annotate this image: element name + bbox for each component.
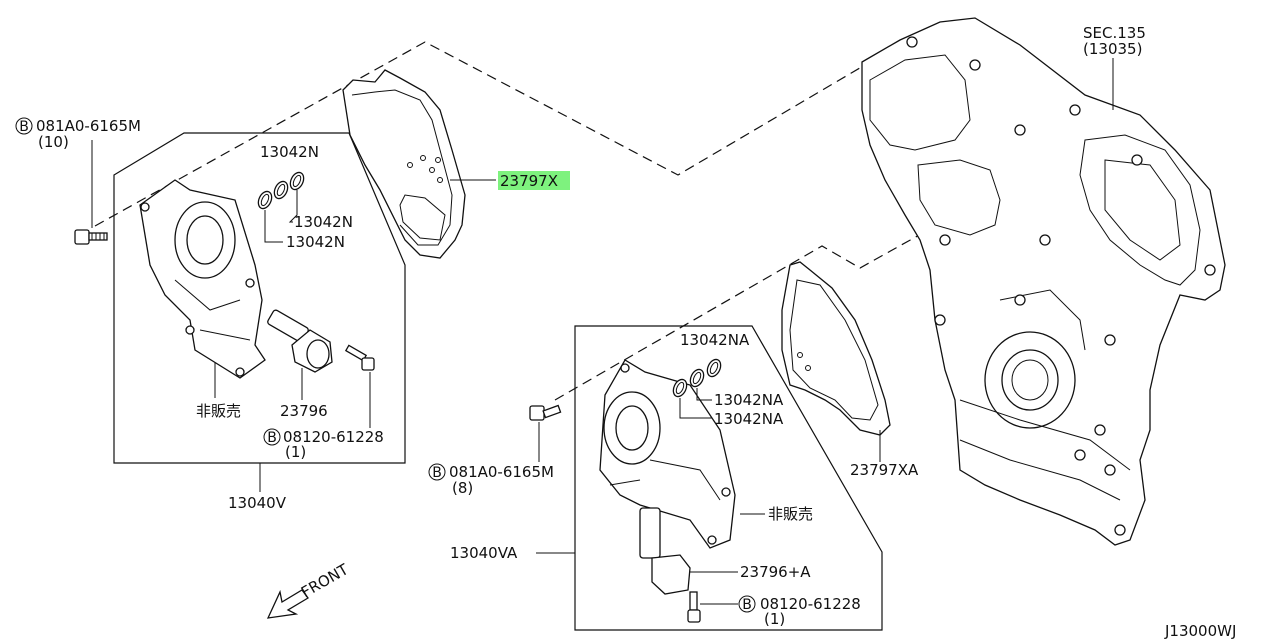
label-seal-na-a: 13042NA bbox=[680, 331, 750, 349]
label-seal-a: 13042N bbox=[260, 143, 319, 161]
label-valve-left: 23796 bbox=[280, 402, 328, 420]
label-seal-na-b: 13042NA bbox=[714, 391, 784, 409]
assy-right-box bbox=[574, 325, 883, 631]
label-seal-na-c: 13042NA bbox=[714, 410, 784, 428]
valve-left-part bbox=[267, 309, 333, 400]
bolt-left-part bbox=[74, 140, 108, 245]
svg-text:B: B bbox=[742, 597, 752, 613]
label-bolt-small-right-qty: (1) bbox=[764, 610, 785, 628]
label-not-sold-left: 非販売 bbox=[196, 402, 241, 420]
label-bolt-small-left: 08120-61228 bbox=[283, 428, 384, 446]
bolt-small-right-part bbox=[687, 591, 738, 623]
bolt-right-part bbox=[529, 404, 562, 462]
label-seal-b: 13042N bbox=[294, 213, 353, 231]
pump-right-part bbox=[599, 359, 736, 549]
svg-text:B: B bbox=[19, 119, 29, 135]
label-seal-c: 13042N bbox=[286, 233, 345, 251]
circle-b-icon-1: B bbox=[15, 117, 33, 135]
seal-left-c bbox=[257, 190, 273, 210]
circle-b-icon-4: B bbox=[738, 595, 756, 613]
seal-right-a bbox=[706, 358, 722, 378]
highlight-gasket-left bbox=[498, 171, 570, 190]
label-gasket-right: 23797XA bbox=[850, 461, 919, 479]
label-bolt-right-qty: (8) bbox=[452, 479, 473, 497]
diagram-id: J13000WJ bbox=[1164, 622, 1236, 640]
label-sec-ref: SEC.135 bbox=[1083, 24, 1146, 42]
label-bolt-left: 081A0-6165M bbox=[36, 117, 141, 135]
label-gasket-left: 23797X bbox=[500, 172, 558, 190]
bolt-small-left-part bbox=[344, 344, 375, 428]
label-bolt-small-right: 08120-61228 bbox=[760, 595, 861, 613]
seal-left-b bbox=[273, 180, 289, 200]
label-valve-right: 23796+A bbox=[740, 563, 811, 581]
valve-right-part bbox=[639, 507, 738, 595]
circle-b-icon-3: B bbox=[428, 463, 446, 481]
label-front: FRONT bbox=[298, 560, 352, 602]
label-sec-ref-num: (13035) bbox=[1083, 40, 1142, 58]
label-not-sold-right: 非販売 bbox=[768, 505, 813, 523]
svg-text:B: B bbox=[432, 465, 442, 481]
gasket-right-part bbox=[781, 261, 891, 436]
label-assy-right: 13040VA bbox=[450, 544, 518, 562]
svg-text:B: B bbox=[267, 430, 277, 446]
gasket-left-part bbox=[342, 69, 466, 259]
label-bolt-left-qty: (10) bbox=[38, 133, 69, 151]
label-bolt-small-left-qty: (1) bbox=[285, 443, 306, 461]
pump-left-part bbox=[139, 179, 266, 379]
seal-left-a bbox=[289, 171, 305, 191]
front-arrow-icon bbox=[266, 589, 309, 619]
label-assy-left: 13040V bbox=[228, 494, 287, 512]
assy-left-box bbox=[113, 132, 406, 464]
circle-b-icon-2: B bbox=[263, 428, 281, 446]
front-cover-part bbox=[861, 17, 1226, 546]
dashed-leader-top bbox=[94, 41, 871, 227]
label-bolt-right: 081A0-6165M bbox=[449, 463, 554, 481]
